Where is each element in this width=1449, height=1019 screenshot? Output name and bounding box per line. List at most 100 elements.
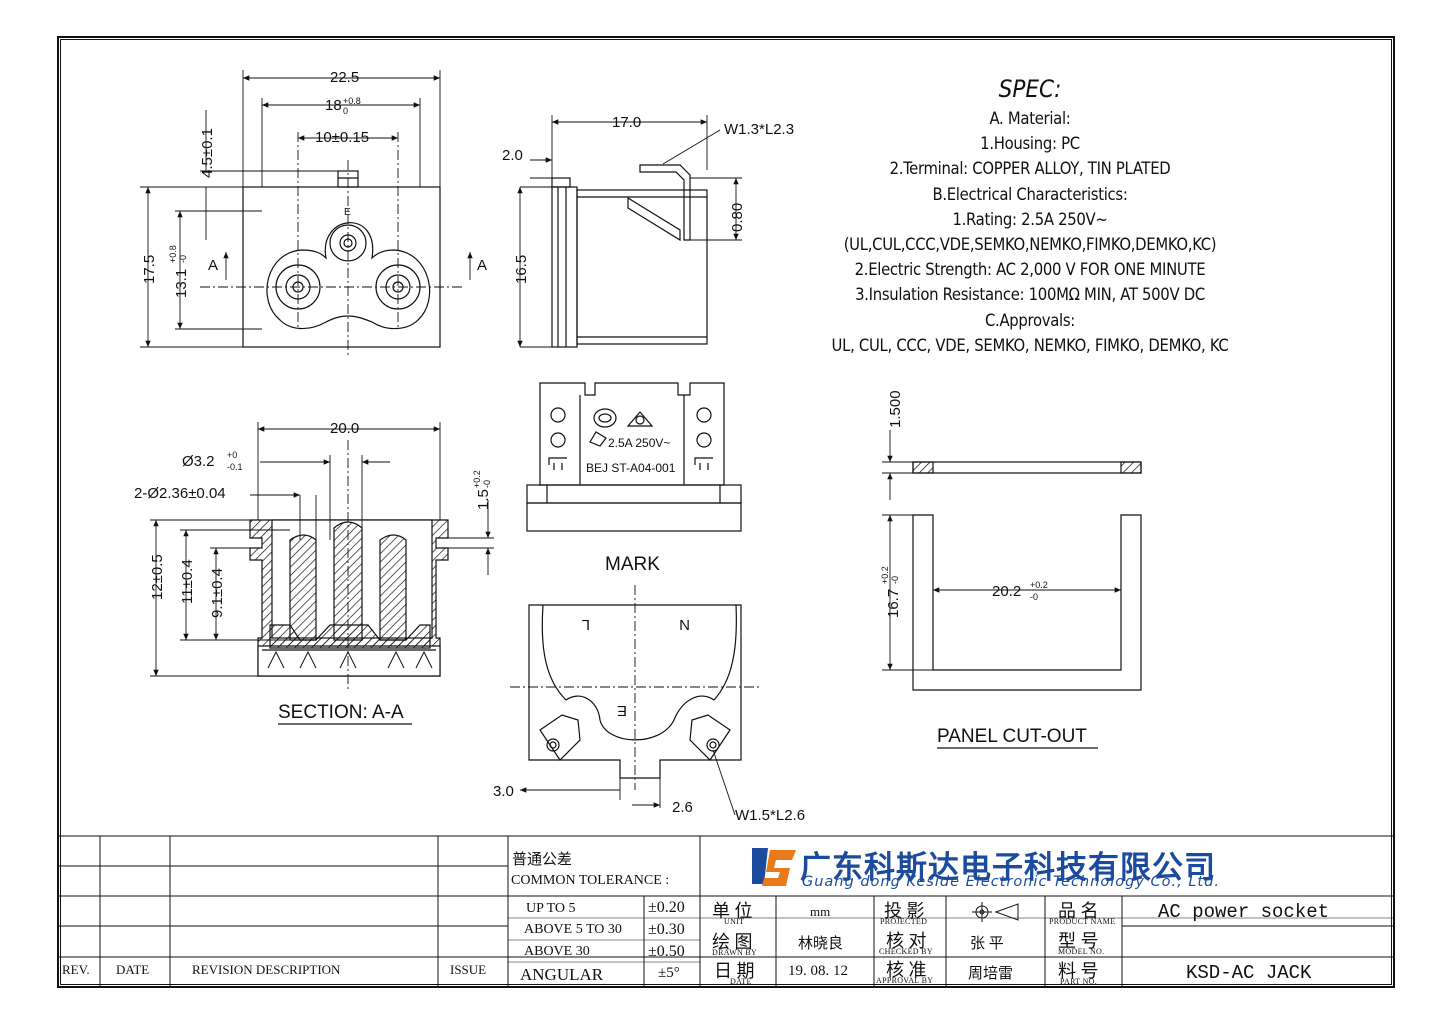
- bottom-letter-e: E: [617, 702, 627, 719]
- part-cn: 料 号: [1058, 961, 1099, 981]
- panel-cutout: [882, 430, 1142, 691]
- section-dim-hole-tol: +0: [227, 450, 237, 460]
- panel-dim-width: 20.2: [992, 583, 1021, 600]
- section-dim-15-tol: +0.2: [472, 470, 482, 488]
- mark-label: MARK: [605, 554, 660, 575]
- unit-value: mm: [810, 904, 831, 919]
- section-dim-hole: Ø3.2: [182, 453, 215, 470]
- section-view: [150, 422, 494, 690]
- section-dim-width: 20.0: [330, 420, 359, 437]
- spec-line: UL, CUL, CCC, VDE, SEMKO, NEMKO, FIMKO, …: [831, 335, 1229, 355]
- projection-cn: 投 影: [884, 901, 925, 921]
- mark-code: BEJ ST-A04-001: [586, 461, 676, 475]
- panel-label: PANEL CUT-OUT: [937, 726, 1087, 747]
- tol-range: UP TO 5: [526, 901, 576, 916]
- date-cn: 日 期: [714, 961, 755, 981]
- front-dim-18-tol2: 0: [343, 106, 348, 116]
- front-dim-131-tol2: -0: [178, 255, 188, 263]
- panel-dim-height-tol: +0.2: [880, 566, 890, 584]
- issue-label: ISSUE: [450, 962, 487, 977]
- model-en: MODEL NO.: [1058, 947, 1105, 956]
- tol-value: ±0.50: [648, 943, 685, 960]
- side-dim-080: 0.80: [729, 203, 746, 232]
- bottom-dim-26: 2.6: [672, 799, 693, 816]
- front-dim-width: 22.5: [330, 69, 359, 86]
- bottom-letter-l: L: [582, 616, 590, 633]
- checked-value: 张 平: [970, 936, 1004, 952]
- title-block-grid: [59, 835, 1394, 987]
- company-name-en: Guang dong Keside Electronic Technology …: [802, 874, 1220, 890]
- spec-line: 1.Housing: PC: [980, 134, 1080, 154]
- panel-dim-width-tol: +0.2: [1030, 580, 1048, 590]
- front-dim-18-tol: +0.8: [343, 96, 361, 106]
- approval-value: 周培雷: [968, 966, 1014, 982]
- svg-text:E: E: [344, 207, 351, 218]
- unit-en: UNIT: [724, 917, 745, 926]
- date-label: DATE: [116, 962, 150, 977]
- section-dim-hole-tol2: -0.1: [227, 462, 243, 472]
- checked-en: CHECKED BY: [879, 947, 933, 956]
- product-value: AC power socket: [1158, 901, 1330, 923]
- side-view: [517, 115, 742, 348]
- panel-dim-thickness: 1.500: [887, 390, 904, 428]
- front-dim-131: 13.1: [173, 269, 190, 298]
- tol-range: ABOVE 30: [524, 944, 590, 959]
- tolerance-cn: 普通公差: [512, 852, 573, 868]
- section-dim-11: 11±0.4: [179, 559, 196, 604]
- drawn-en: DRAWN BY: [712, 948, 758, 957]
- bottom-dim-terminal: W1.5*L2.6: [735, 807, 805, 824]
- spec-line: 2.Electric Strength: AC 2,000 V FOR ONE …: [854, 260, 1206, 280]
- tolerance-en: COMMON TOLERANCE :: [511, 873, 670, 888]
- section-dim-15-tol2: -0: [482, 480, 492, 488]
- projection-en: PROJECTED: [880, 917, 928, 926]
- tol-value: ±0.20: [648, 899, 685, 916]
- drawn-cn: 绘 图: [712, 932, 753, 952]
- panel-dim-width-tol2: -0: [1030, 592, 1038, 602]
- spec-line: 1.Rating: 2.5A 250V~: [952, 209, 1108, 229]
- section-dim-pins: 2-Ø2.36±0.04: [134, 485, 226, 502]
- checked-cn: 核 对: [886, 931, 927, 951]
- bottom-letter-n: N: [679, 616, 690, 633]
- bottom-dim-30: 3.0: [493, 783, 514, 800]
- part-en: PART NO.: [1060, 977, 1098, 986]
- company-name-cn: 广东科斯达电子科技有限公司: [800, 850, 1216, 886]
- spec-line: 2.Terminal: COPPER ALLOY, TIN PLATED: [889, 159, 1171, 179]
- section-dim-12: 12±0.5: [149, 554, 166, 600]
- side-dim-depth: 17.0: [612, 114, 641, 131]
- front-view: E: [140, 70, 473, 358]
- drawing-inner-border: [60, 39, 1392, 985]
- tol-range: ABOVE 5 TO 30: [524, 922, 622, 937]
- approval-cn: 核 准: [886, 960, 927, 980]
- date-en: DATE: [730, 977, 752, 986]
- projection-symbol-icon: [972, 902, 1019, 922]
- tol-value: ±0.30: [648, 921, 685, 938]
- spec-line: B.Electrical Characteristics:: [932, 184, 1128, 204]
- front-dim-height: 17.5: [141, 255, 158, 284]
- section-dim-91: 9.1±0.4: [209, 568, 226, 618]
- model-cn: 型 号: [1058, 931, 1099, 951]
- front-dim-top: 4.5±0.1: [199, 128, 216, 178]
- section-mark-right: A: [477, 257, 487, 274]
- side-dim-20: 2.0: [502, 147, 523, 164]
- drawing-border: [57, 36, 1395, 988]
- part-value: KSD-AC JACK: [1186, 962, 1312, 984]
- tol-value: ±5°: [658, 965, 680, 981]
- panel-dim-height: 16.7: [885, 589, 902, 618]
- spec-line: (UL,CUL,CCC,VDE,SEMKO,NEMKO,FIMKO,DEMKO,…: [843, 235, 1217, 255]
- front-dim-131-tol: +0.8: [168, 245, 178, 263]
- section-label: SECTION: A-A: [278, 702, 404, 723]
- unit-cn: 单 位: [712, 901, 753, 921]
- company-logo-icon: [752, 848, 796, 886]
- spec-line: 3.Insulation Resistance: 100MΩ MIN, AT 5…: [855, 285, 1205, 305]
- spec-line: A. Material:: [989, 109, 1071, 128]
- tol-range: ANGULAR: [520, 965, 604, 984]
- side-dim-terminal: W1.3*L2.3: [724, 121, 794, 138]
- spec-line: C.Approvals:: [984, 310, 1076, 330]
- section-dim-15: 1.5: [475, 489, 492, 510]
- product-cn: 品 名: [1058, 901, 1099, 921]
- spec-block: SPEC: A. Material: 1.Housing: PC 2.Termi…: [790, 72, 1270, 358]
- bottom-view: [510, 585, 762, 816]
- front-dim-pitch: 10±0.15: [315, 129, 369, 146]
- date-value: 19. 08. 12: [788, 963, 848, 979]
